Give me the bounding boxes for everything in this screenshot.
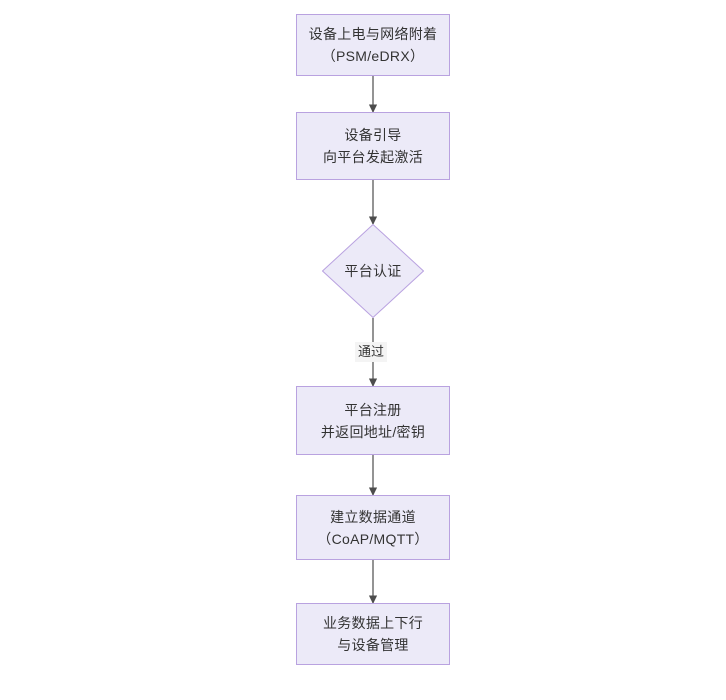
- node-bootstrap-label: 设备引导 向平台发起激活: [322, 127, 424, 165]
- node-power-on[interactable]: 设备上电与网络附着 （PSM/eDRX）: [296, 14, 450, 76]
- node-power-on-label: 设备上电与网络附着 （PSM/eDRX）: [308, 26, 438, 64]
- node-platform-auth-label: 平台认证: [344, 263, 402, 279]
- edge-label-pass: 通过: [355, 342, 388, 362]
- node-platform-register[interactable]: 平台注册 并返回地址/密钥: [296, 386, 450, 455]
- node-platform-register-label: 平台注册 并返回地址/密钥: [320, 401, 426, 440]
- node-data-channel[interactable]: 建立数据通道 （CoAP/MQTT）: [296, 495, 450, 560]
- diamond-shape: [322, 224, 424, 318]
- node-platform-auth[interactable]: 平台认证: [322, 224, 424, 318]
- node-business-data-label: 业务数据上下行 与设备管理: [322, 615, 424, 653]
- node-data-channel-label: 建立数据通道 （CoAP/MQTT）: [317, 508, 429, 547]
- node-bootstrap[interactable]: 设备引导 向平台发起激活: [296, 112, 450, 180]
- node-business-data[interactable]: 业务数据上下行 与设备管理: [296, 603, 450, 665]
